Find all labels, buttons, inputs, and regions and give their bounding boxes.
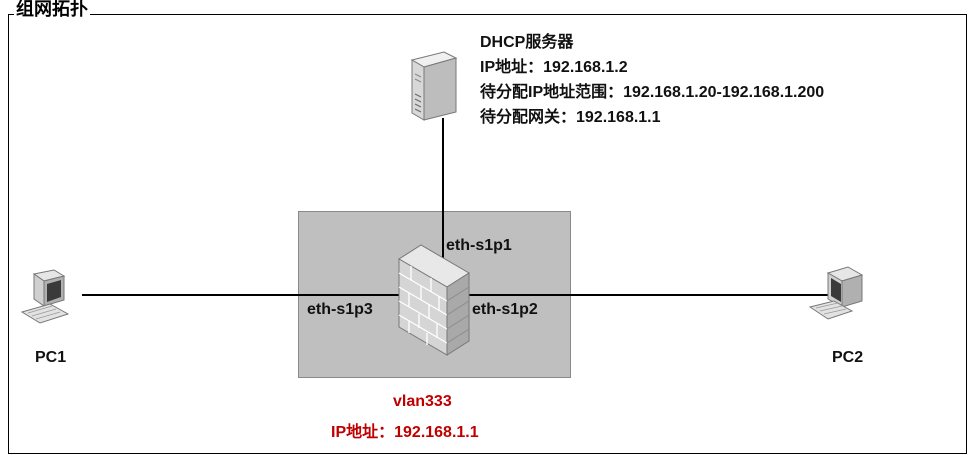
pc2-label: PC2 bbox=[832, 349, 864, 366]
link-firewall-pc2 bbox=[465, 294, 830, 296]
link-server-firewall bbox=[442, 118, 444, 268]
server-name: DHCP服务器 bbox=[480, 34, 574, 51]
pc1-label: PC1 bbox=[35, 349, 67, 366]
link-pc1-firewall bbox=[82, 294, 412, 296]
pc2-icon bbox=[808, 266, 864, 320]
port-label-p3: eth-s1p3 bbox=[307, 301, 373, 318]
port-label-p1: eth-s1p1 bbox=[446, 237, 512, 254]
server-pool: 待分配IP地址范围：192.168.1.20-192.168.1.200 bbox=[480, 84, 825, 101]
port-label-p2: eth-s1p2 bbox=[472, 301, 538, 318]
diagram-title: 组网拓扑 bbox=[14, 0, 90, 18]
topology-frame bbox=[8, 14, 967, 454]
server-icon bbox=[410, 51, 458, 121]
pc1-icon bbox=[20, 269, 70, 324]
vlan-name: vlan333 bbox=[393, 393, 452, 410]
server-gateway: 待分配网关：192.168.1.1 bbox=[480, 109, 661, 126]
vlan-ip: IP地址：192.168.1.1 bbox=[331, 424, 479, 441]
server-ip: IP地址：192.168.1.2 bbox=[480, 59, 628, 76]
server-info: DHCP服务器 IP地址：192.168.1.2 待分配IP地址范围：192.1… bbox=[480, 30, 824, 130]
firewall-icon bbox=[398, 244, 470, 356]
